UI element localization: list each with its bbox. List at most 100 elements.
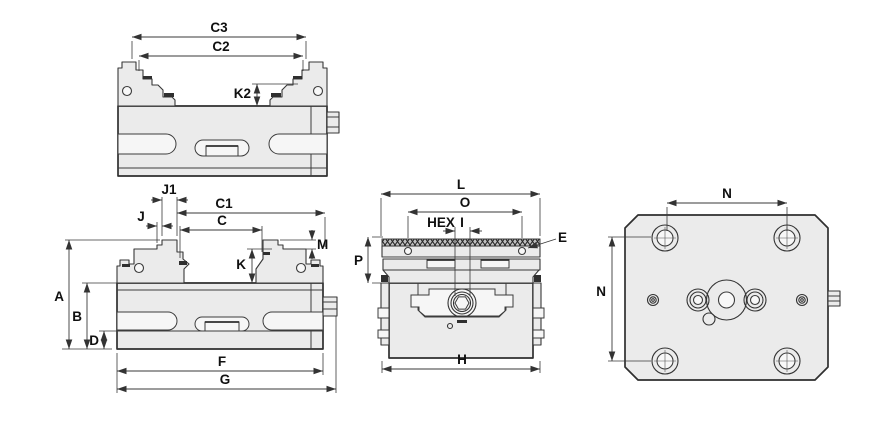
slide-notch (426, 259, 456, 269)
dim-label-n-horizontal: N (722, 186, 732, 201)
dim-label-j1: J1 (161, 182, 177, 197)
ring-mid (649, 296, 657, 304)
jaw-hole (133, 262, 145, 274)
clamp-slot-left (117, 133, 177, 155)
bushing-outer (686, 288, 710, 312)
counterbore (651, 347, 679, 375)
dim-label-n-vertical: N (596, 284, 606, 299)
saddle (382, 269, 540, 284)
dim-label-e: E (558, 230, 567, 245)
bushing-outer (743, 288, 767, 312)
clamp-slot-right (262, 311, 324, 331)
dim-label-hex: HEX (427, 215, 455, 230)
screw-head-outer (447, 288, 477, 318)
spindle-hex-facets (327, 116, 339, 128)
dim-label-g: G (220, 372, 231, 387)
ring-mid (798, 296, 806, 304)
pin-hole (403, 246, 413, 256)
locating-bushing-right (743, 288, 767, 312)
center-keyway (194, 139, 250, 157)
view-base-bottom: N N (596, 186, 841, 381)
jaw-hole (295, 262, 307, 274)
screw-shadow-mark (457, 320, 467, 323)
dim-label-b: B (72, 309, 82, 324)
bushing-bore (749, 294, 761, 306)
dim-label-k2: K2 (234, 86, 251, 101)
rail-tab (532, 329, 545, 339)
bushing-mid (746, 291, 764, 309)
mount-hole-bottom-right (773, 347, 801, 375)
offset-pin-hole (702, 312, 716, 326)
dim-label-i: I (460, 215, 464, 230)
rail-tab (377, 307, 390, 319)
rail-tab (532, 307, 545, 319)
spindle-hex (326, 111, 340, 134)
counterbore (651, 224, 679, 252)
small-ring-right (795, 293, 809, 307)
dim-label-o: O (460, 195, 471, 210)
small-pin (446, 322, 454, 330)
screw-head-mid (450, 291, 474, 315)
crosshair (654, 350, 676, 372)
dim-label-c3: C3 (210, 20, 228, 35)
slide-band (382, 258, 541, 271)
view-front-jaws-open: C3 C2 K2 (117, 20, 340, 177)
jaw-serration-mark (311, 264, 319, 267)
jaw-serration-mark (179, 261, 187, 265)
extension-lines (131, 41, 307, 85)
jaw-serration-mark (293, 76, 302, 79)
spindle-hex-facets (323, 301, 337, 310)
dim-label-a: A (54, 289, 64, 304)
jaw-serration-mark (263, 252, 270, 255)
small-ring-left (646, 293, 660, 307)
screw-cavity (410, 288, 514, 317)
mount-hole-top-left (651, 224, 679, 252)
clamp-slot-left (116, 311, 178, 331)
jaw-serration-mark (164, 93, 174, 97)
left-jaw (116, 239, 190, 284)
counterbore (773, 347, 801, 375)
ring-outer (795, 293, 809, 307)
left-jaw (117, 61, 176, 107)
jaw-hole (312, 85, 324, 97)
clamp-slot-right (268, 133, 328, 155)
pin-hole-e (517, 246, 527, 256)
ring-bore (651, 298, 655, 302)
screw-head-inner (452, 293, 472, 313)
jaw-serration-mark (122, 264, 130, 267)
ring-outer (646, 293, 660, 307)
mount-hole-bottom-left (651, 347, 679, 375)
dim-label-c1: C1 (215, 196, 233, 211)
jaw-serration-mark (271, 93, 281, 97)
view-front-dimensioned: J1 C1 J C M K A B D F G (54, 182, 338, 393)
right-jaw (255, 239, 324, 284)
jaw-hole (121, 85, 133, 97)
crosshair (776, 350, 798, 372)
knurled-grip-surface (381, 238, 541, 247)
dim-label-l: L (457, 177, 465, 192)
crosshair (654, 227, 676, 249)
dim-label-j: J (137, 209, 145, 224)
dim-label-m: M (317, 237, 328, 252)
center-keyway (194, 316, 250, 332)
dim-label-h: H (457, 352, 467, 367)
dim-label-f: F (218, 354, 226, 369)
view-side-section: L O HEX I E P H (354, 177, 567, 373)
hex-socket-icon (454, 296, 470, 310)
gib-block (381, 275, 388, 282)
dim-label-d: D (89, 333, 99, 348)
dim-label-p: P (354, 253, 363, 268)
jaw-serration-mark (143, 76, 152, 79)
dim-label-c2: C2 (212, 39, 229, 54)
dim-label-c: C (217, 213, 227, 228)
bushing-mid (689, 291, 707, 309)
rail-tab (377, 329, 390, 339)
ring-bore (800, 298, 804, 302)
gib-block (534, 275, 541, 282)
side-tab-lines (828, 295, 840, 302)
leader-e (527, 238, 557, 249)
side-tab (827, 290, 841, 307)
dim-label-k: K (236, 257, 246, 272)
